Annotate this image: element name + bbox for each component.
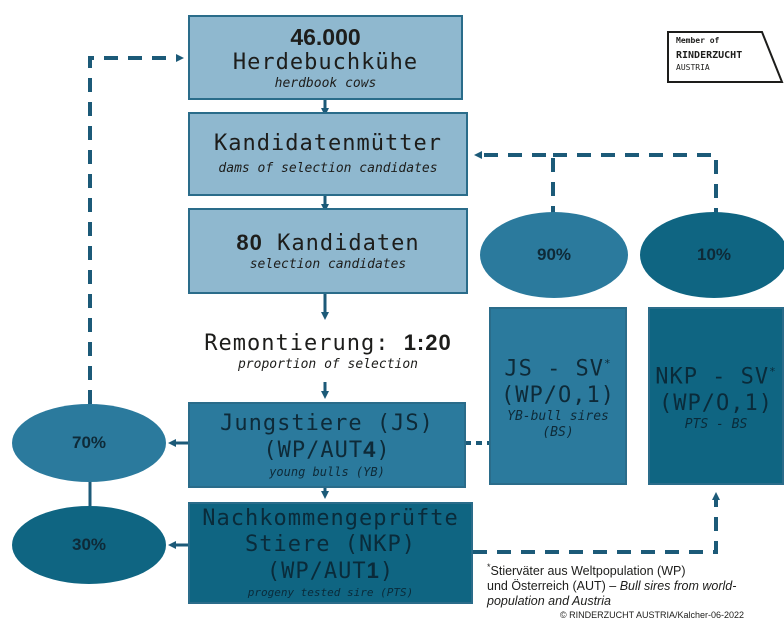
badge-line-3: AUSTRIA [676, 63, 710, 72]
young-bulls-subtitle: young bulls (YB) [269, 464, 385, 479]
js-sire-subtitle-1: YB-bull sires [507, 408, 609, 424]
herdbook-cows-box: 46.000 Herdebuchkühe herdbook cows [188, 15, 463, 100]
footnote-line-2a: und Österreich (AUT) – [487, 579, 620, 594]
selection-ratio: Remontierung: 1:20 proportion of selecti… [188, 330, 468, 373]
progeny-tested-box: Nachkommengeprüfte Stiere (NKP) (WP/AUT1… [188, 502, 473, 604]
rinderzucht-member-badge: Member of RINDERZUCHT AUSTRIA [666, 30, 784, 86]
footnote-line-2: und Österreich (AUT) – Bull sires from w… [487, 579, 783, 594]
dashed-loop-70-to-herd [88, 54, 184, 404]
js-sire-subtitle-2: (BS) [542, 424, 574, 440]
herdbook-title: Herdebuchkühe [232, 49, 419, 75]
candidates-box: 80 Kandidaten selection candidates [188, 208, 468, 294]
footnote-line-1-text: Stierväter aus Weltpopulation (WP) [490, 564, 686, 579]
circle-10-percent: 10% [640, 212, 784, 298]
young-bulls-origin: (WP/AUT4) [263, 437, 390, 464]
circle-90-label: 90% [536, 245, 572, 264]
js-sire-title-text: JS - SV [504, 356, 605, 382]
badge-frame [667, 31, 784, 83]
candidates-count: 80 [236, 229, 263, 255]
circle-30-label: 30% [71, 535, 107, 554]
footnote-line-1: *Stierväter aus Weltpopulation (WP) [487, 560, 783, 579]
herdbook-count: 46.000 [290, 23, 361, 50]
js-sire-box: JS - SV* (WP/O,1) YB-bull sires (BS) [489, 307, 627, 485]
js-sire-origin: (WP/O,1) [501, 382, 615, 408]
footnote-line-2b: Bull sires from world- [619, 579, 737, 594]
nkp-sire-title-text: NKP - SV [655, 364, 770, 390]
footnote: *Stierväter aus Weltpopulation (WP) und … [487, 560, 783, 609]
candidates-subtitle: selection candidates [249, 256, 407, 272]
badge-line-2: RINDERZUCHT [676, 50, 743, 61]
footnote-star: * [487, 562, 491, 572]
dams-subtitle: dams of selection candidates [218, 161, 438, 176]
nkp-origin-b: 1 [366, 557, 380, 583]
young-bulls-origin-b: 4 [363, 436, 377, 462]
young-bulls-title: Jungstiere (JS) [220, 410, 434, 436]
nkp-sire-box: NKP - SV* (WP/O,1) PTS - BS [648, 307, 784, 485]
nkp-sire-subtitle: PTS - BS [684, 416, 748, 432]
nkp-origin: (WP/AUT1) [267, 558, 394, 585]
candidate-dams-box: Kandidatenmütter dams of selection candi… [188, 112, 468, 196]
circle-70-label: 70% [71, 433, 107, 452]
nkp-title-2: Stiere (NKP) [245, 531, 416, 557]
nkp-origin-a: (WP/AUT [266, 558, 367, 584]
circle-70-percent: 70% [12, 404, 166, 482]
selection-label: Remontierung: [204, 331, 390, 356]
nkp-sire-title: NKP - SV* [655, 359, 777, 390]
dashed-90-to-dams [474, 151, 555, 220]
nkp-title-1: Nachkommengeprüfte [202, 505, 459, 531]
dams-title: Kandidatenmütter [214, 131, 442, 156]
young-bulls-origin-a: (WP/AUT [263, 437, 364, 463]
dashed-10-to-dams [553, 153, 718, 222]
candidates-title-line: 80 Kandidaten [236, 230, 419, 257]
circle-30-percent: 30% [12, 506, 166, 584]
js-sire-footnote-mark: * [604, 357, 612, 371]
nkp-sire-origin: (WP/O,1) [659, 390, 773, 416]
dashed-nkp-to-nkpsv [473, 492, 720, 554]
circle-10-label: 10% [696, 245, 732, 264]
nkp-subtitle: progeny tested sire (PTS) [247, 585, 414, 599]
nkp-sire-footnote-mark: * [769, 365, 777, 379]
js-sire-title: JS - SV* [504, 351, 611, 382]
circle-90-percent: 90% [480, 212, 628, 298]
young-bulls-origin-c: ) [376, 437, 391, 463]
candidates-title: Kandidaten [277, 230, 420, 256]
footnote-line-3: population and Austria [487, 594, 611, 609]
selection-subtitle: proportion of selection [237, 357, 418, 372]
credit-line: © RINDERZUCHT AUSTRIA/Kalcher-06-2022 [560, 610, 745, 620]
selection-value: 1:20 [403, 330, 452, 355]
selection-ratio-line: Remontierung: 1:20 [188, 330, 468, 357]
herdbook-subtitle: herdbook cows [274, 75, 377, 91]
nkp-origin-c: ) [379, 558, 395, 584]
badge-line-1: Member of [676, 36, 720, 45]
young-bulls-box: Jungstiere (JS) (WP/AUT4) young bulls (Y… [188, 402, 466, 488]
